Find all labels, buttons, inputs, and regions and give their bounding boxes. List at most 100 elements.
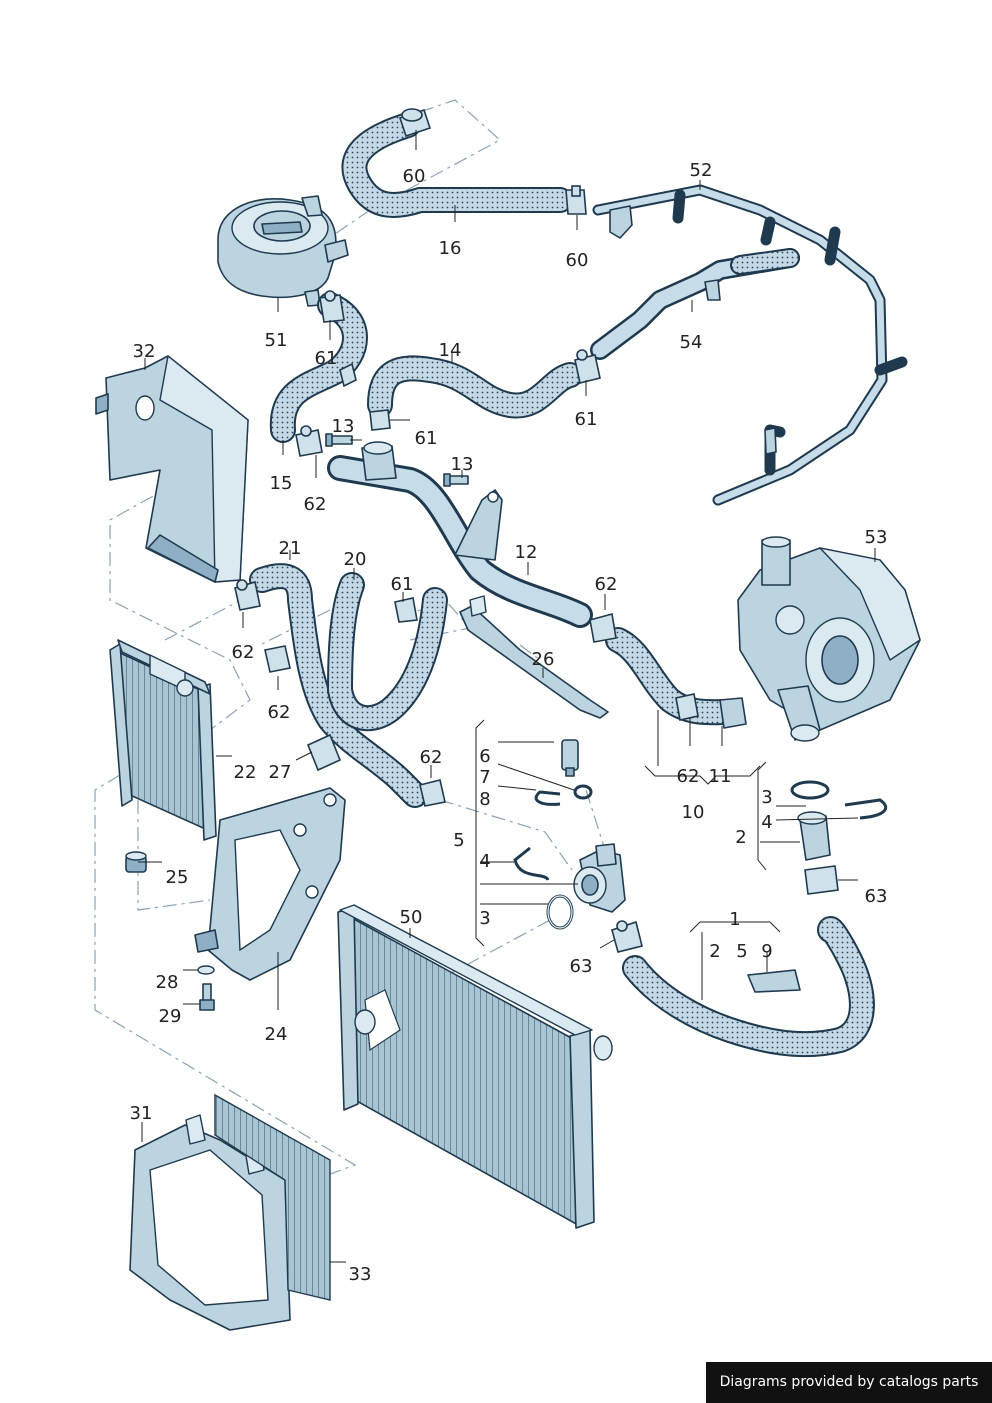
o-ring-3-right [790,780,830,800]
clamp-63-right [804,865,839,895]
callout-54: 54 [680,332,703,353]
callout-3: 3 [479,908,490,929]
o-ring-7 [573,784,593,800]
callout-53: 53 [865,527,888,548]
leader-lines [138,130,876,1263]
bracket-27 [306,733,342,772]
clip-4-right [844,798,888,820]
bracket-24 [194,787,346,981]
callouts: 60 16 60 52 51 61 14 54 61 32 13 61 15 6… [130,160,888,1285]
callout-21: 21 [279,538,302,559]
callout-62: 62 [268,702,291,723]
callout-4: 4 [761,812,772,833]
clamp-61-right [574,349,601,384]
callout-32: 32 [133,341,156,362]
callout-31: 31 [130,1103,153,1124]
callout-26: 26 [532,649,555,670]
bolt-29 [199,983,215,1011]
bracket-26 [459,595,609,719]
clamp-62-right [589,612,699,721]
pipe-54 [590,248,800,360]
callout-13: 13 [451,454,474,475]
clamp-63-left [611,920,643,953]
callout-62: 62 [595,574,618,595]
callout-29: 29 [159,1006,182,1027]
callout-7: 7 [479,767,490,788]
rubber-mount-25 [125,851,147,873]
clamp-60-top [398,108,432,138]
callout-63: 63 [570,956,593,977]
credit-banner: Diagrams provided by catalogs parts [706,1362,992,1403]
clamp-61-mid [369,409,391,431]
callout-33: 33 [349,1264,372,1285]
callout-20: 20 [344,549,367,570]
callout-2: 2 [735,827,746,848]
callout-61: 61 [391,574,414,595]
radiator-50 [337,904,613,1229]
callout-61: 61 [415,428,438,449]
callout-22: 22 [234,762,257,783]
callout-52: 52 [690,160,713,181]
clamp-60-right [565,185,587,215]
clip-4-left [513,846,550,881]
callout-5: 5 [736,941,747,962]
callout-62: 62 [232,642,255,663]
callout-51: 51 [265,330,288,351]
hose-1 [622,916,875,1058]
callout-60: 60 [403,166,426,187]
callout-27: 27 [269,762,292,783]
callout-8: 8 [479,789,490,810]
callout-14: 14 [439,340,462,361]
air-duct-upper [95,355,249,583]
callout-3: 3 [761,787,772,808]
coolant-flange [573,843,626,913]
callout-28: 28 [156,972,179,993]
callout-50: 50 [400,907,423,928]
coolant-pipe-12 [327,441,593,628]
fan-shroud-31 [129,1114,291,1331]
callout-24: 24 [265,1024,288,1045]
callout-4: 4 [479,851,490,872]
callout-11: 11 [709,766,732,787]
callout-15: 15 [270,473,293,494]
hose-16 [341,112,573,218]
callout-60: 60 [566,250,589,271]
hose-14 [367,355,583,419]
aux-radiator-22 [109,639,217,841]
callout-25: 25 [166,867,189,888]
clamp-62-hose21 [234,579,446,807]
callout-1: 1 [729,909,740,930]
hose-11 [605,627,747,729]
callout-13: 13 [332,416,355,437]
connector-2-right [797,811,831,861]
pipe-52 [592,184,908,506]
o-ring-3-left [546,894,574,930]
callout-10: 10 [682,802,705,823]
callout-62: 62 [420,747,443,768]
callout-62: 62 [304,494,327,515]
clip-8 [534,790,561,806]
callout-61: 61 [315,348,338,369]
callout-12: 12 [515,542,538,563]
callout-6: 6 [479,746,490,767]
callout-63: 63 [865,886,888,907]
clamp-62-upper [295,425,323,457]
callout-2: 2 [709,941,720,962]
grille-33 [214,1093,331,1301]
bolt-13-right [443,473,469,487]
callout-16: 16 [439,238,462,259]
hose-15 [269,292,368,443]
clamp-61-hose20 [394,597,418,623]
water-pump-53 [737,536,921,742]
callout-9: 9 [761,941,772,962]
hose-20 [327,572,448,732]
expansion-tank [217,195,349,307]
hose-21 [249,563,428,808]
assembly-lines [94,99,606,1186]
clip-9 [747,969,801,993]
washer-28 [197,965,215,975]
callout-61: 61 [575,409,598,430]
callout-62: 62 [677,766,700,787]
callout-5: 5 [453,830,464,851]
